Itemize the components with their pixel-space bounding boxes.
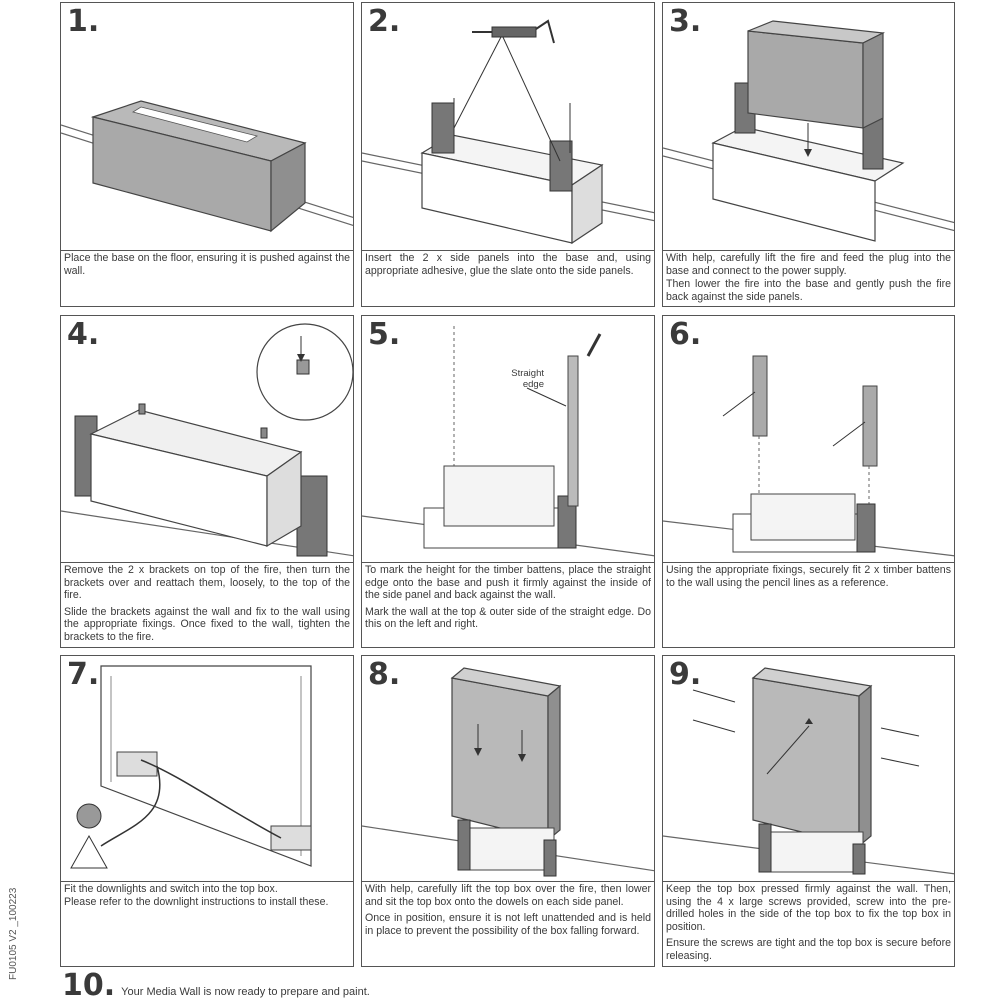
step-caption-1: Place the base on the floor, ensuring it… <box>61 249 353 306</box>
step-illustration-9: 9. <box>663 656 954 882</box>
step-panel-4: 4. Remove the 2 x brackets on top of the… <box>60 315 354 648</box>
step-caption-7: Fit the downlights and switch into the t… <box>61 880 353 966</box>
step-illustration-1: 1. <box>61 3 353 251</box>
step-illustration-5: 5. Straight edge <box>362 316 654 563</box>
timber-battens-illustration <box>663 355 954 557</box>
step-panel-3: 3. With help, carefully lift the fire an… <box>662 2 955 307</box>
brackets-illustration <box>61 323 353 557</box>
step-caption-8: With help, carefully lift the top box ov… <box>362 880 654 966</box>
step-illustration-6: 6. <box>663 316 954 563</box>
screw-top-box-illustration <box>663 667 954 875</box>
caption-paragraph: Remove the 2 x brackets on top of the fi… <box>64 564 350 602</box>
step-caption-5: To mark the height for the timber batten… <box>362 561 654 647</box>
step-illustration-2: 2. <box>362 3 654 251</box>
caption-paragraph: Ensure the screws are tight and the top … <box>666 937 951 962</box>
document-code: FU0105 V2 _100223 <box>8 887 19 980</box>
step-number: 5. <box>368 317 401 352</box>
caption-paragraph: With help, carefully lift the fire and f… <box>666 252 951 277</box>
caption-paragraph: To mark the height for the timber batten… <box>365 564 651 602</box>
step-caption-2: Insert the 2 x side panels into the base… <box>362 249 654 306</box>
step-number: 6. <box>669 317 702 352</box>
step-caption-4: Remove the 2 x brackets on top of the fi… <box>61 561 353 647</box>
caption-paragraph: Using the appropriate fixings, securely … <box>666 564 951 589</box>
downlights-illustration <box>70 665 312 869</box>
step-caption-9: Keep the top box pressed firmly against … <box>663 880 954 966</box>
step-number: 3. <box>669 4 702 39</box>
side-panels-illustration <box>362 19 654 245</box>
step-number: 4. <box>67 317 100 352</box>
step-number: 8. <box>368 657 401 692</box>
step-panel-8: 8. With help, carefully lift the top box… <box>361 655 655 967</box>
step-caption-3: With help, carefully lift the fire and f… <box>663 249 954 306</box>
caption-paragraph: Once in position, ensure it is not left … <box>365 912 651 937</box>
step-illustration-3: 3. <box>663 3 954 251</box>
caption-paragraph: Then lower the fire into the base and ge… <box>666 278 951 303</box>
step-number: 2. <box>368 4 401 39</box>
step-number: 9. <box>669 657 702 692</box>
step-panel-7: 7. Fit the downlights and switch into th… <box>60 655 354 967</box>
step-illustration-8: 8. <box>362 656 654 882</box>
final-step: 10. Your Media Wall is now ready to prep… <box>62 968 370 1000</box>
step-illustration-7: 7. <box>61 656 353 882</box>
step-panel-9: 9. Keep the top box pressed firmly again… <box>662 655 955 967</box>
caption-paragraph: Fit the downlights and switch into the t… <box>64 883 329 908</box>
step-panel-1: 1. Place the base on the floor, ensuring… <box>60 2 354 307</box>
step-number: 1. <box>67 4 100 39</box>
caption-paragraph: Slide the brackets against the wall and … <box>64 605 350 643</box>
final-step-number: 10. <box>62 968 116 1000</box>
base-on-floor-illustration <box>61 100 353 233</box>
step-panel-6: 6. Using the appropriate fixings, secure… <box>662 315 955 648</box>
step-panel-5: 5. Straight edge To mark the height for … <box>361 315 655 648</box>
step-illustration-4: 4. <box>61 316 353 563</box>
straight-edge-illustration <box>362 326 654 557</box>
step-number: 7. <box>67 657 100 692</box>
caption-paragraph: Insert the 2 x side panels into the base… <box>365 252 651 277</box>
caption-paragraph: Keep the top box pressed firmly against … <box>666 883 951 933</box>
caption-paragraph: With help, carefully lift the top box ov… <box>365 883 651 908</box>
step-caption-6: Using the appropriate fixings, securely … <box>663 561 954 647</box>
caption-paragraph: Mark the wall at the top & outer side of… <box>365 605 651 631</box>
step-panel-2: 2. Insert the 2 x side panels into the b… <box>361 2 655 307</box>
final-step-text: Your Media Wall is now ready to prepare … <box>121 986 370 998</box>
lift-fire-illustration <box>663 20 954 242</box>
straight-edge-label: Straight edge <box>511 368 544 390</box>
caption-paragraph: Place the base on the floor, ensuring it… <box>64 252 350 277</box>
top-box-illustration <box>362 667 654 877</box>
